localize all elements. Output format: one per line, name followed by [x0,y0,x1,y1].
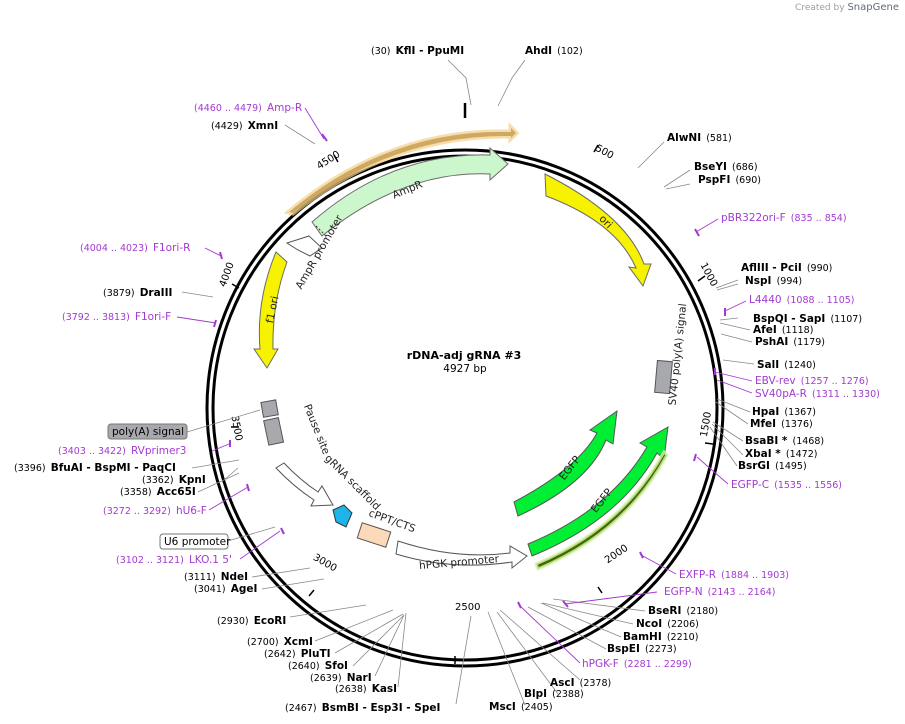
pause-site-label: Pause site [301,402,332,456]
tick-label: 2000 [603,543,630,566]
egfp-feature-inner[interactable] [513,409,618,517]
backbone-outer [205,148,725,668]
enzyme-label: BlpI (2388) [524,682,584,701]
enzyme-label: NcoI (2206) [636,612,699,631]
f1-ori-label: f1 ori [264,295,281,324]
ampr-highlight-arc [283,121,520,216]
enzyme-label: AflIII - PciI (990) [741,256,832,275]
enzyme-label: (4429) XmnI [211,114,278,133]
enzyme-label: BamHI (2210) [623,625,698,644]
primer-label: (3272 .. 3292) hU6-F [103,499,207,518]
enzyme-label: (30) KflI - PpuMI [371,39,464,58]
hpgk-promoter-feature[interactable] [395,540,528,570]
snapgene-watermark: Created by SnapGene [795,2,899,13]
enzyme-label: BseYI (686) [694,155,758,174]
primer-label: (3102 .. 3121) LKO.1 5' [116,548,232,567]
plasmid-name: rDNA-adj gRNA #3 [407,349,522,362]
enzyme-label: (2642) PluTI [264,642,331,661]
tick-label: 3000 [311,552,339,574]
enzyme-label: (2639) NarI [310,666,372,685]
enzyme-label: (3111) NdeI [184,565,248,584]
enzyme-label: SalI (1240) [757,353,816,372]
primer-label: (4004 .. 4023) F1ori-R [80,236,190,255]
tick-marks [231,144,714,664]
tick-label: 1500 [699,411,714,438]
enzyme-label: PshAI (1179) [755,330,825,349]
polya-signal-feature[interactable] [260,399,279,418]
primer-label: EGFP-N (2143 .. 2164) [664,580,776,599]
enzyme-label: BsrGI (1495) [738,454,807,473]
primer-site-marks [213,133,726,609]
primer-label: SV40pA-R (1311 .. 1330) [755,382,880,401]
sv40-polya-feature[interactable] [654,359,673,395]
u6-callout[interactable]: U6 promoter [159,526,276,550]
tick-label: 4500 [315,149,342,172]
primer-labels: (4460 .. 4479) Amp-R pBR322ori-F (835 ..… [58,96,880,671]
enzyme-label: BspEI (2273) [607,637,677,656]
enzyme-label: (2638) KasI [335,677,397,696]
enzyme-label: (3362) KpnI [142,468,206,487]
primer-label: EBV-rev (1257 .. 1276) [755,369,869,388]
primer-label: (3792 .. 3813) F1ori-F [62,305,171,324]
primer-label: hPGK-F (2281 .. 2299) [582,652,692,671]
enzyme-label: (3396) BfuAI - BspMI - PaqCI [14,456,176,475]
enzyme-label: BseRI (2180) [648,599,718,618]
tick-label: 3500 [229,415,244,442]
plasmid-length: 4927 bp [443,363,487,375]
enzyme-label: (3041) AgeI [194,577,257,596]
enzyme-label: AscI (2378) [550,671,611,690]
u6-callout-label: U6 promoter [164,536,231,548]
primer-label: (4460 .. 4479) Amp-R [194,96,302,115]
enzyme-label: (3358) Acc65I [120,480,196,499]
enzyme-labels: (30) KflI - PpuMI AhdI (102) AlwNI (581)… [14,39,862,715]
f1-ori-feature[interactable] [253,251,288,369]
pause-site-feature[interactable] [263,417,285,446]
primer-label: (3403 .. 3422) RVprimer3 [58,439,186,458]
enzyme-label: MfeI (1376) [750,412,813,431]
egfp-feature-outer[interactable] [527,426,669,557]
enzyme-leaders [181,59,755,706]
enzyme-label: AlwNI (581) [667,126,732,145]
enzyme-label: AhdI (102) [525,39,583,58]
enzyme-label: XbaI * (1472) [745,442,817,461]
enzyme-label: (2640) SfoI [288,654,348,673]
tick-label: 2500 [455,602,480,613]
polya-callout-label: poly(A) signal [112,426,184,438]
watermark-prefix: Created by [795,3,845,13]
enzyme-label: BspQI - SapI (1107) [753,307,862,326]
primer-label: EXFP-R (1884 .. 1903) [679,563,789,582]
cppt-cts-feature[interactable] [356,522,392,548]
primer-leaders [176,107,753,664]
ampr-feature[interactable] [311,146,509,237]
watermark-brand: SnapGene [847,2,899,13]
tick-label: 1000 [698,261,720,289]
enzyme-label: MscI (2405) [489,695,553,714]
primer-label: EGFP-C (1535 .. 1556) [731,473,842,492]
u6-callout-box [159,533,229,550]
sv40-polya-label: SV40 poly(A) signal [667,303,690,406]
polya-callout-box [107,423,188,440]
egfp-highlight-arc [534,449,669,571]
grna-scaffold-feature[interactable] [332,504,353,528]
enzyme-label: PspFI (690) [698,168,761,187]
enzyme-label: BsaBI * (1468) [745,429,824,448]
enzyme-label: (2700) XcmI [247,630,313,649]
enzyme-label: AfeI (1118) [753,318,813,337]
enzyme-label: (2930) EcoRI [217,609,286,628]
enzyme-label: (2467) BsmBI - Esp3I - SpeI [285,696,440,715]
enzyme-label: (3879) DraIII [103,281,172,300]
primer-label: L4440 (1088 .. 1105) [749,288,855,307]
enzyme-label: HpaI (1367) [752,400,816,419]
polya-callout[interactable]: poly(A) signal [107,409,261,440]
primer-label: pBR322ori-F (835 .. 854) [721,206,847,225]
tick-label: 500 [593,143,615,162]
enzyme-label: NspI (994) [745,269,802,288]
ori-feature[interactable] [544,173,652,288]
ampr-promoter-feature[interactable] [285,235,323,257]
grna-scaffold-arrow[interactable] [275,462,334,507]
